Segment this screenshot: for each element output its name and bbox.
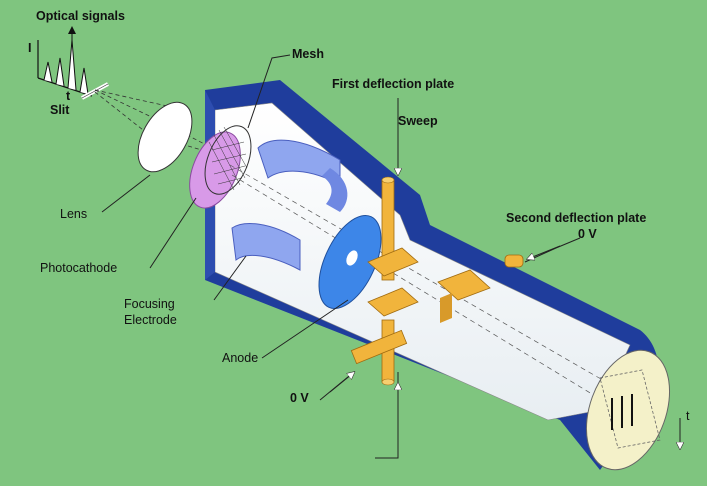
mesh [204, 125, 252, 195]
label-anode: Anode [222, 351, 258, 365]
label-electrode: Electrode [124, 313, 177, 327]
label-mesh: Mesh [292, 47, 324, 61]
label-time-axis: t [66, 89, 71, 103]
electron-beam [229, 164, 621, 406]
label-bottom-voltage: 0 V [290, 391, 309, 405]
lens [137, 101, 193, 173]
label-sweep: Sweep [398, 114, 438, 128]
phosphor-screen [585, 349, 671, 471]
optical-signals-graph [37, 26, 93, 97]
label-lens: Lens [60, 207, 87, 221]
label-second-deflection-plate: Second deflection plate [506, 211, 646, 225]
label-focusing: Focusing [124, 297, 175, 311]
label-photocathode: Photocathode [40, 261, 117, 275]
label-first-deflection-plate: First deflection plate [332, 77, 454, 91]
anode [318, 214, 382, 310]
second-deflection-plates [437, 254, 524, 323]
label-slit: Slit [50, 103, 70, 117]
slit [81, 82, 109, 100]
focusing-electrode [231, 139, 348, 271]
label-optical-signals: Optical signals [36, 9, 125, 23]
label-second-voltage: 0 V [578, 227, 597, 241]
signal-arrows [329, 138, 680, 446]
label-screen-time: t [686, 409, 690, 423]
photocathode [189, 131, 241, 209]
label-intensity-axis: I [28, 41, 31, 55]
first-deflection-plates [350, 176, 419, 386]
